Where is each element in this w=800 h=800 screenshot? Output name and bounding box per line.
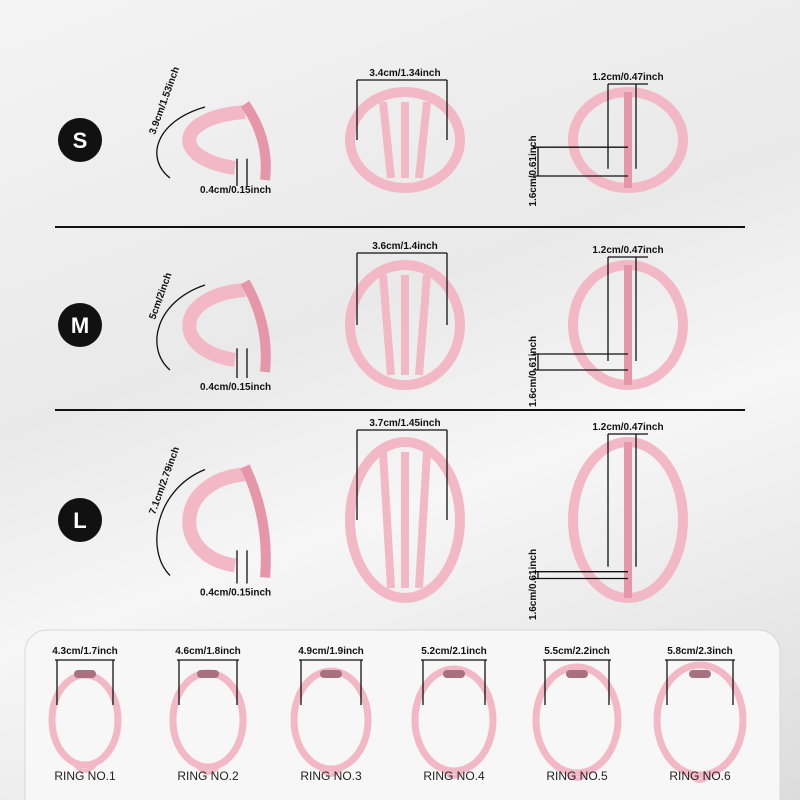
side-view-cage xyxy=(182,283,246,367)
ring-shape xyxy=(653,661,747,779)
gap-label: 0.4cm/0.15inch xyxy=(200,382,271,393)
gap-label: 0.4cm/0.15inch xyxy=(200,588,271,599)
ring-tab xyxy=(73,763,97,773)
cage-bar xyxy=(415,451,431,589)
ring-shape xyxy=(532,663,622,777)
cage-bar xyxy=(379,101,395,179)
ring-slot xyxy=(320,670,342,678)
ring-name-label: RING NO.1 xyxy=(54,769,116,783)
ring-width-label: 4.3cm/1.7inch xyxy=(52,646,118,657)
size-row-m: M 5cm/2inch 0.4cm/0.15inch 3.6cm/1.4inch 1.2… xyxy=(58,241,688,407)
side-view-ring xyxy=(240,464,271,578)
ring-tab xyxy=(688,773,712,783)
size-badge xyxy=(58,498,102,542)
ring-tab xyxy=(442,769,466,779)
side-view-cage xyxy=(182,467,246,573)
back-height-label: 1.6cm/0.61inch xyxy=(528,549,539,620)
size-badge-label: M xyxy=(71,313,89,338)
length-arc xyxy=(156,284,206,371)
length-arc xyxy=(156,468,206,576)
side-length-label: 3.9cm/1.53inch xyxy=(147,65,182,136)
gap-label: 0.4cm/0.15inch xyxy=(200,185,271,196)
size-badge-label: L xyxy=(73,508,86,533)
back-width-label: 1.2cm/0.47inch xyxy=(592,422,663,433)
size-rows: S 3.9cm/1.53inch 0.4cm/0.15inch 3.4cm/1.34i… xyxy=(58,65,688,620)
size-badge-label: S xyxy=(73,128,88,153)
side-view-ring xyxy=(240,279,271,373)
length-arc xyxy=(156,106,206,179)
side-view-cage xyxy=(182,105,246,175)
cage-bar xyxy=(415,274,431,376)
ring-width-label: 4.6cm/1.8inch xyxy=(175,646,241,657)
cage-bar xyxy=(379,274,395,376)
front-width-label: 3.4cm/1.34inch xyxy=(369,68,440,79)
ring-tab xyxy=(196,765,220,775)
ring-name-label: RING NO.2 xyxy=(177,769,239,783)
side-length-label: 5cm/2inch xyxy=(147,271,174,321)
front-view-cage xyxy=(345,87,465,193)
size-row-l: L7.1cm/2.79inch0.4cm/0.15inch3.7cm/1.45i… xyxy=(58,418,688,620)
ring-slot xyxy=(197,670,219,678)
size-badge xyxy=(58,303,102,347)
ring-name-label: RING NO.3 xyxy=(300,769,362,783)
ring-slot xyxy=(566,670,588,678)
cage-bar xyxy=(415,101,431,179)
ring-name-label: RING NO.5 xyxy=(546,769,608,783)
back-width-label: 1.2cm/0.47inch xyxy=(592,72,663,83)
front-width-label: 3.7cm/1.45inch xyxy=(369,418,440,429)
ring-tab xyxy=(565,771,589,781)
ring-width-label: 5.2cm/2.1inch xyxy=(421,646,487,657)
front-view-cage xyxy=(345,260,465,390)
cage-bar xyxy=(379,451,395,589)
ring-name-label: RING NO.4 xyxy=(423,769,485,783)
side-view-ring xyxy=(240,101,271,181)
ring-tab xyxy=(319,767,343,777)
ring-slot xyxy=(689,670,711,678)
size-row-s: S 3.9cm/1.53inch 0.4cm/0.15inch 3.4cm/1.34i… xyxy=(58,65,688,207)
back-width-label: 1.2cm/0.47inch xyxy=(592,245,663,256)
ring-name-label: RING NO.6 xyxy=(669,769,731,783)
ring-width-label: 5.5cm/2.2inch xyxy=(544,646,610,657)
front-width-label: 3.6cm/1.4inch xyxy=(372,241,438,252)
size-badge xyxy=(58,118,102,162)
front-view-cage xyxy=(345,437,465,603)
back-height-label: 1.6cm/0.61inch xyxy=(528,336,539,407)
ring-width-label: 5.8cm/2.3inch xyxy=(667,646,733,657)
ring-slot xyxy=(74,670,96,678)
ring-width-label: 4.9cm/1.9inch xyxy=(298,646,364,657)
ring-shape xyxy=(411,665,497,775)
ring-slot xyxy=(443,670,465,678)
back-height-label: 1.6cm/0.61inch xyxy=(528,135,539,206)
